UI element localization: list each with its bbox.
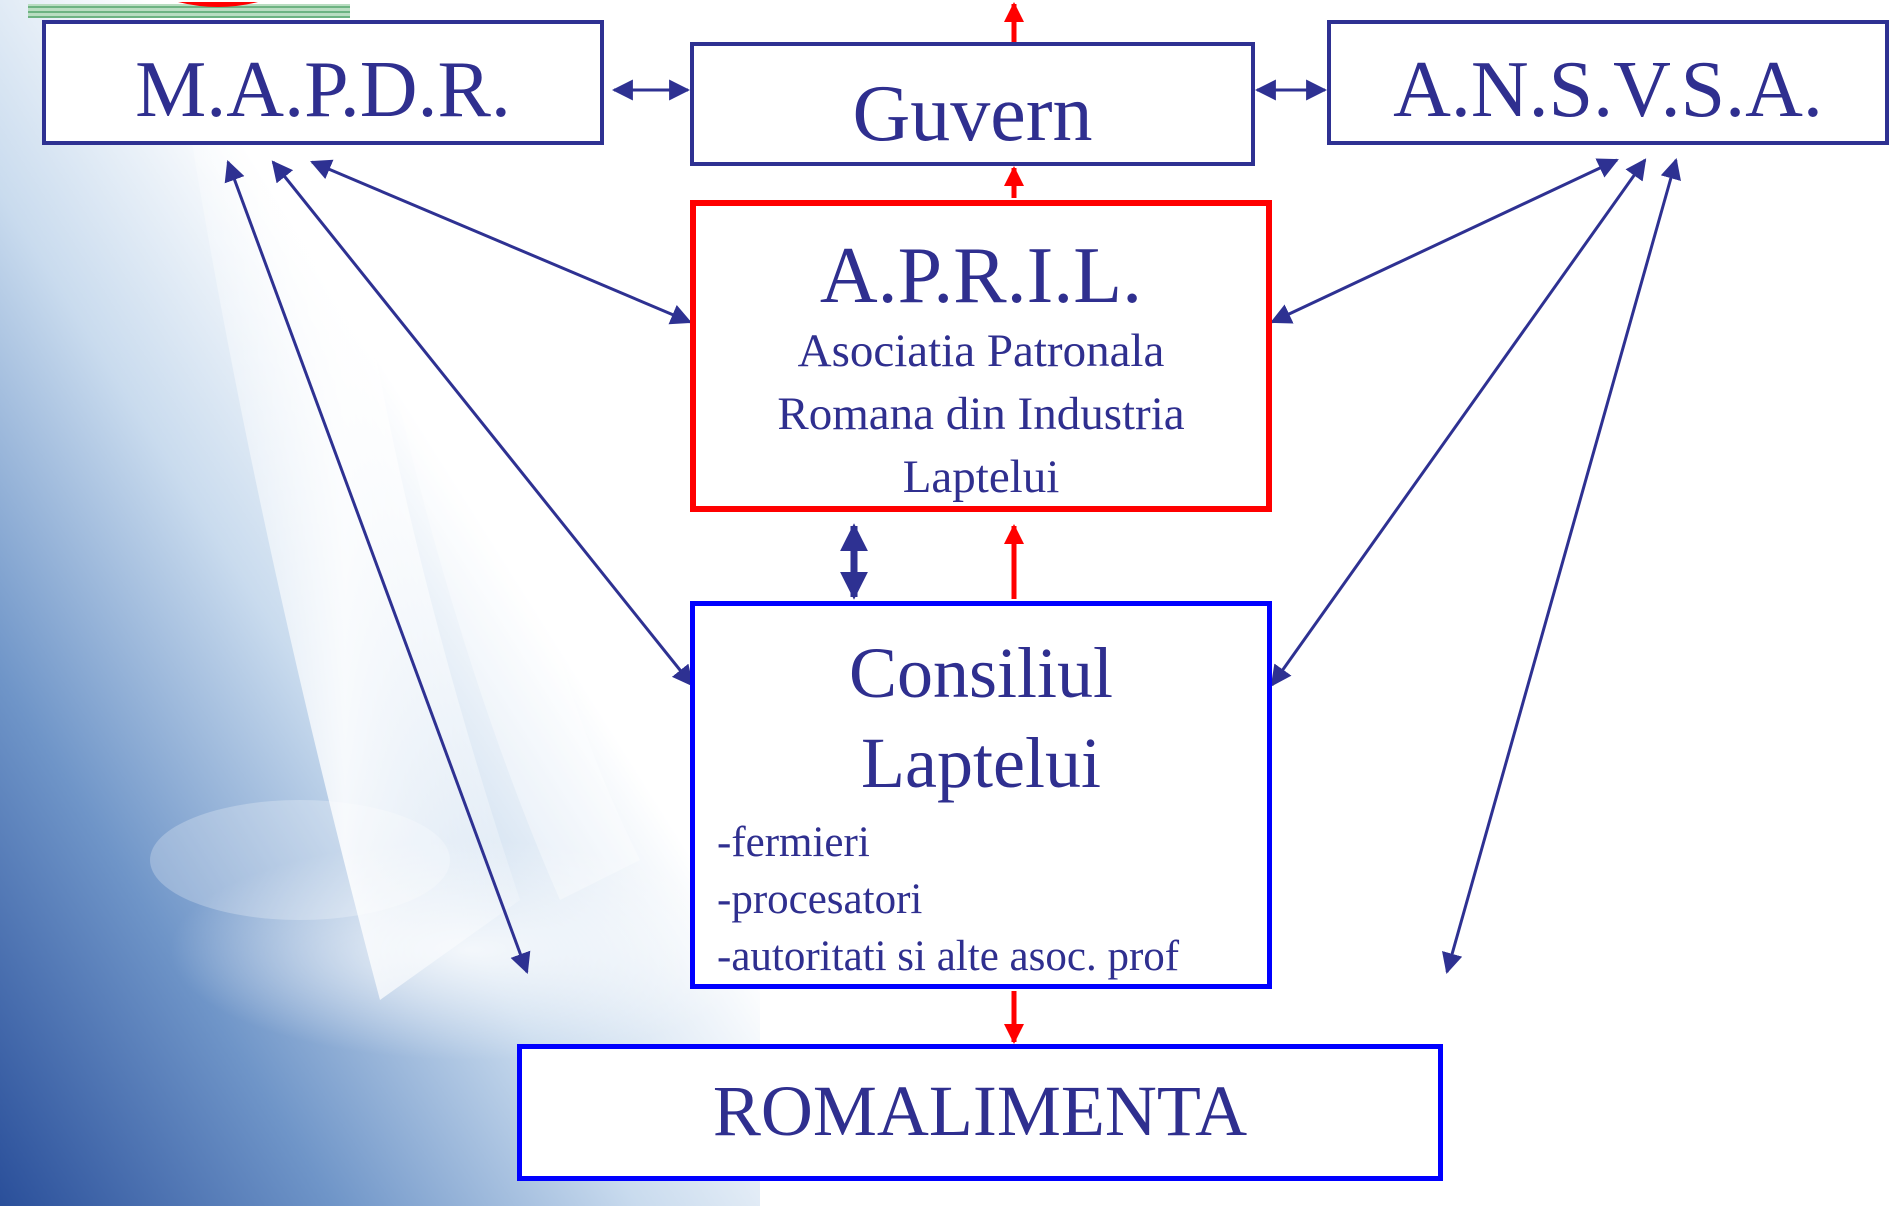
logo-strip — [28, 2, 350, 18]
node-april: A.P.R.I.L. Asociatia Patronala Romana di… — [690, 200, 1272, 512]
node-romalimenta: ROMALIMENTA — [517, 1044, 1443, 1181]
node-guvern-label: Guvern — [852, 70, 1093, 158]
node-guvern: Guvern — [690, 42, 1255, 166]
node-mapdr: M.A.P.D.R. — [42, 20, 604, 145]
member-item: -procesatori — [717, 876, 923, 923]
node-april-description: Asociatia Patronala Romana din Industria… — [696, 320, 1266, 509]
node-april-description-line: Romana din Industria — [777, 388, 1185, 440]
node-consiliul-label: Consiliul Laptelui — [695, 628, 1267, 808]
member-item: -autoritati si alte asoc. prof — [717, 933, 1180, 980]
node-ansvsa-label: A.N.S.V.S.A. — [1393, 46, 1823, 134]
node-mapdr-label: M.A.P.D.R. — [135, 46, 511, 134]
node-romalimenta-label: ROMALIMENTA — [712, 1071, 1248, 1151]
node-consiliul-label-line: Consiliul — [848, 633, 1114, 713]
member-item: -fermieri — [717, 819, 870, 866]
node-consiliul: Consiliul Laptelui -fermieri -procesator… — [690, 601, 1272, 989]
node-april-description-line: Laptelui — [902, 451, 1060, 503]
node-consiliul-members: -fermieri -procesatori -autoritati si al… — [695, 814, 1267, 985]
node-consiliul-label-line: Laptelui — [861, 723, 1101, 803]
node-april-label: A.P.R.I.L. — [819, 232, 1143, 320]
node-april-description-line: Asociatia Patronala — [797, 325, 1165, 377]
node-ansvsa: A.N.S.V.S.A. — [1327, 20, 1889, 145]
